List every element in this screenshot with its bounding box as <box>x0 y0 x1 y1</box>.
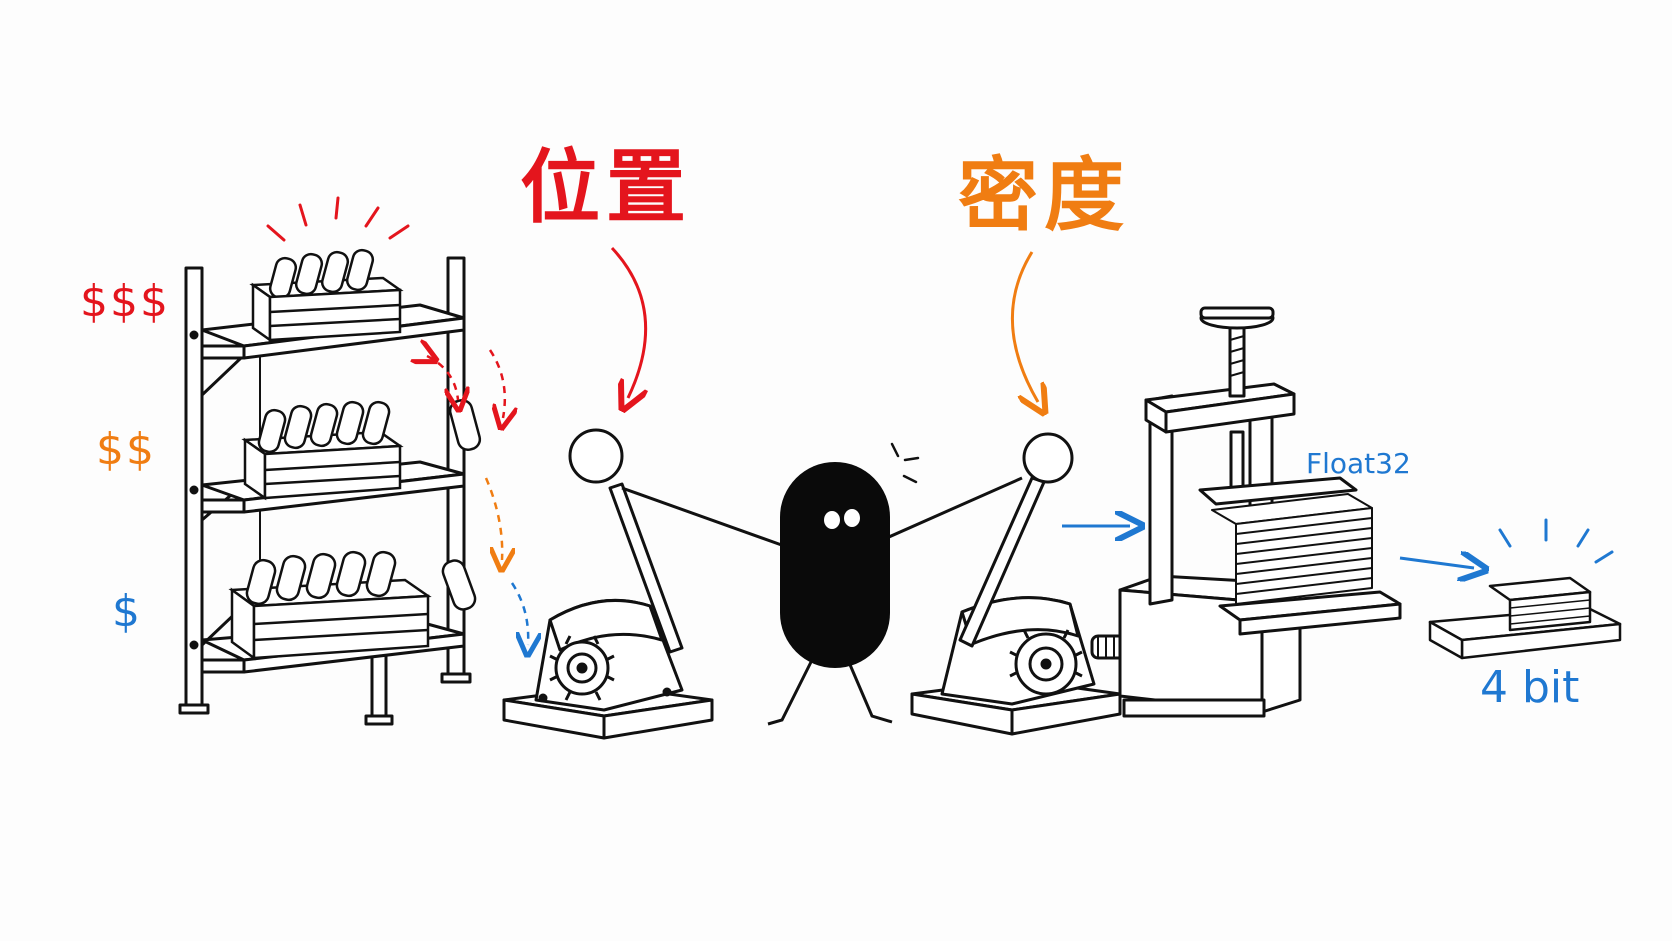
output-arrow <box>1399 558 1474 568</box>
sparkle-lines <box>1498 518 1614 564</box>
sparkle-lines <box>266 196 410 242</box>
move-arrow-orange <box>484 477 502 560</box>
lever-machine-icon <box>502 428 714 740</box>
price-high-label: $$$ <box>80 276 170 327</box>
move-arrow-blue <box>510 582 528 645</box>
move-arrow-red <box>488 349 505 418</box>
battery-crate-icon <box>228 248 432 661</box>
price-mid-label: $$ <box>96 424 156 475</box>
paper-stack-icon <box>1428 576 1622 660</box>
location-arrow <box>610 246 646 398</box>
screw-press-icon <box>1118 306 1402 718</box>
four-bit-label: 4 bit <box>1480 662 1580 713</box>
swap-arrow-red <box>427 356 458 400</box>
density-heading: 密度 <box>958 149 1130 242</box>
price-low-label: $ <box>112 586 142 637</box>
blob-character-icon <box>621 442 1023 726</box>
location-heading: 位置 <box>520 141 692 234</box>
lever-machine-icon <box>910 432 1138 736</box>
density-arrow <box>1010 251 1038 402</box>
float32-label: Float32 <box>1306 447 1411 480</box>
